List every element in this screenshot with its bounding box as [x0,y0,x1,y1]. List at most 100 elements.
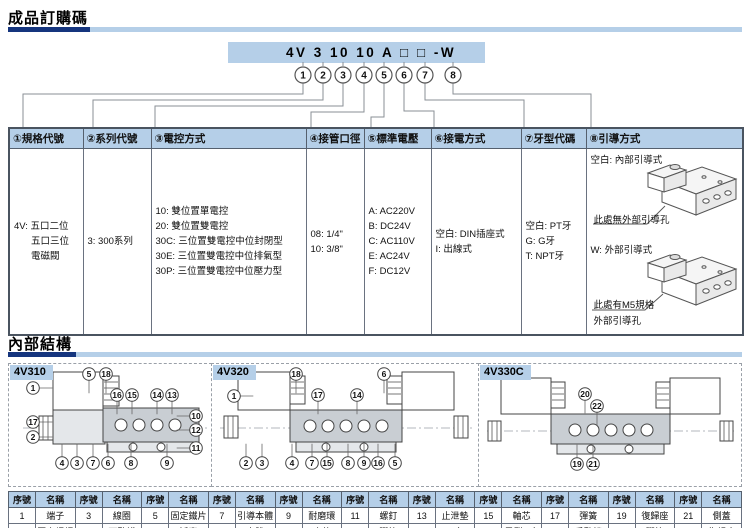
part-name: 螺釘 [368,507,409,524]
parts-header-no: 序號 [407,491,436,508]
callout-number: 16 [112,390,122,400]
part-no: 2 [8,523,36,528]
code-digit-circle-6 [395,66,413,84]
pilot-blank-note: 此處無外部引導孔 [593,215,670,226]
code-digit-number: 2 [320,71,326,82]
callout-number: 1 [31,383,36,393]
pilot-w-note-line2: 外部引導孔 [593,316,642,327]
bar-light-segment-2 [76,352,742,357]
callout-number: 2 [31,432,36,442]
control-line: 30C: 三位置雙電控中位封閉型 [155,236,283,247]
part-name: 底蓋 [301,523,343,528]
internal-pilot-valve-drawing [647,164,736,216]
part-no: 6 [141,523,170,528]
parts-header-no: 序號 [8,491,36,508]
callout-number: 18 [101,369,111,379]
wiring-line: 空白: DIN插座式 [435,228,505,240]
part-no: 4 [74,523,103,528]
callout-circle-6 [101,456,115,470]
part-name: 活塞 [168,523,209,528]
callout-number: 1 [232,391,237,401]
callout-circle-5 [388,456,402,470]
part-name: 异型O令 [501,523,542,528]
callout-number: 5 [87,369,92,379]
part-name: 引導本體 [234,507,276,524]
callout-number: 17 [313,390,323,400]
parts-header-name: 名稱 [568,491,609,508]
part-no: 7 [207,507,236,524]
code-digit-number: 5 [381,71,387,82]
part-name: 線圈 [101,507,143,524]
part-name: 手動銷 [568,523,609,528]
callout-number: 8 [346,458,351,468]
part-name: O令 [434,523,476,528]
parts-header-no: 序號 [474,491,503,508]
callout-circle-8 [124,456,138,470]
col-header-wiring: ⑥接電方式 [430,127,522,149]
callout-number: 5 [393,458,398,468]
code-digit-number: 8 [450,71,456,82]
callout-circle-21 [586,457,600,471]
callout-circle-3 [70,456,84,470]
spec-line: 4V: 五口二位 [14,221,69,232]
callout-number: 11 [192,443,201,453]
callout-circle-18 [99,367,113,381]
series-line: 3: 300系列 [87,236,133,247]
callout-number: 19 [572,459,582,469]
callout-circle-17 [26,415,40,429]
part-name: 止泄墊 [434,507,476,524]
callout-number: 7 [91,458,96,468]
part-no: 22 [674,523,703,528]
control-line: 30E: 三位置雙電控中位排氣型 [155,251,283,262]
callout-circle-4 [55,456,69,470]
parts-header-name: 名稱 [35,491,76,508]
callout-number: 10 [191,411,201,421]
code-digit-circle-4 [355,66,373,84]
part-no: 3 [74,507,103,524]
part-no: 12 [341,523,370,528]
callout-circle-6 [377,367,391,381]
parts-table-header-row: 序號名稱序號名稱序號名稱序號名稱序號名稱序號名稱序號名稱序號名稱序號名稱序號名稱… [8,491,742,508]
diagram-label-4v320: 4V320 [213,365,256,380]
callout-circle-8 [341,456,355,470]
col-header-port-size: ④接管口徑 [305,127,365,149]
parts-header-no: 序號 [207,491,236,508]
callout-circle-17 [311,388,325,402]
cell-port-size: 08: 1/4"10: 3/8" [305,148,365,336]
callout-circle-9 [357,456,371,470]
callout-circle-1 [26,381,40,395]
diagram-label-4v310: 4V310 [10,365,53,380]
part-name: 復歸座 [634,507,676,524]
callout-circle-14 [350,388,364,402]
callout-number: 6 [106,458,111,468]
callout-number: 3 [75,458,80,468]
code-digit-number: 6 [401,71,407,82]
callout-number: 21 [588,459,598,469]
code-digit-circle-8 [444,66,462,84]
callout-circle-3 [255,456,269,470]
callout-circle-20 [578,387,592,401]
parts-table-row-even: 2固定螺帽4可動鐵6活塞8本體10底蓋12彈簧14O令16异型O令18手動銷20… [8,523,742,528]
code-digit-number: 4 [361,71,367,82]
callout-number: 17 [28,417,38,427]
code-digit-circle-5 [375,66,393,84]
callout-circle-15 [125,388,139,402]
col-header-voltage: ⑤標準電壓 [363,127,432,149]
parts-header-no: 序號 [274,491,303,508]
part-name: 端子 [35,507,76,524]
parts-header-name: 名稱 [301,491,343,508]
callout-circle-7 [86,456,100,470]
col-header-thread: ⑦牙型代碼 [520,127,587,149]
order-code-text: 4V 3 10 10 A □ □ -W [286,45,457,60]
callout-circle-9 [160,456,174,470]
pilot-cell: 空白: 內部引導式 此處無外部引導孔 W: 外部引導式 此處有M5規格 外部引導… [587,149,743,334]
col-header-control: ③電控方式 [150,127,307,149]
voltage-line: A: AC220V [368,206,415,217]
callout-circle-11 [189,441,203,455]
parts-header-no: 序號 [341,491,370,508]
